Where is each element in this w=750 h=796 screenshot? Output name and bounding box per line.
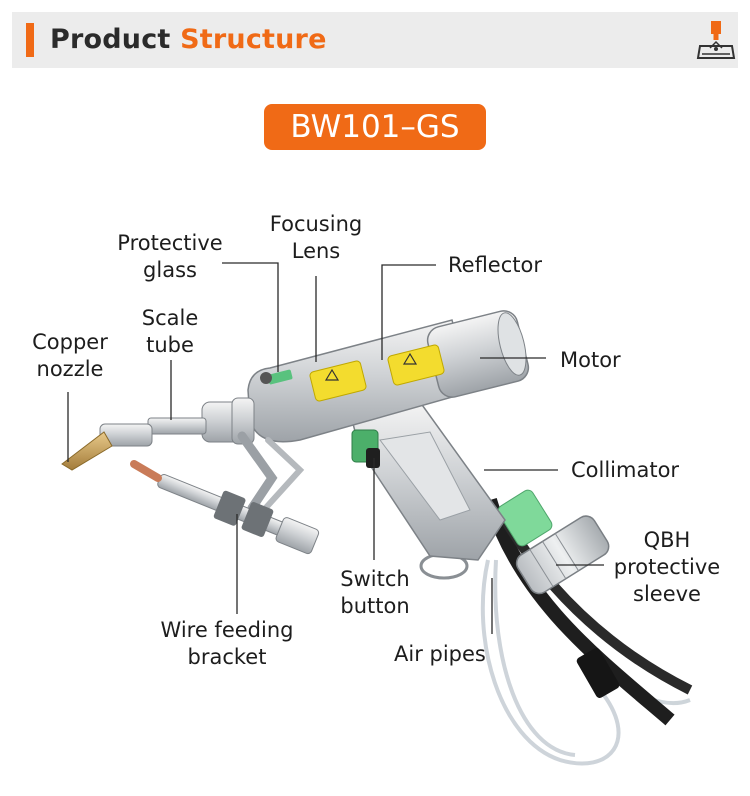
- label-wire-bracket-line1: Wire feeding: [160, 618, 294, 642]
- label-switch-button-line1: Switch: [340, 567, 410, 591]
- label-focusing-lens-line2: Lens: [291, 239, 341, 263]
- wire-feeder-shape: [157, 474, 320, 555]
- label-switch-button: Switch button: [326, 566, 424, 620]
- protective-glass-shape: [267, 369, 293, 385]
- model-badge: BW101–GS: [264, 104, 486, 150]
- label-copper-nozzle: Copper nozzle: [22, 329, 118, 383]
- label-protective-glass-line1: Protective: [117, 231, 223, 255]
- label-collimator: Collimator: [571, 458, 680, 482]
- label-wire-bracket-line2: bracket: [187, 645, 267, 669]
- switch-button-base: [366, 448, 380, 468]
- label-wire-bracket: Wire feeding bracket: [148, 617, 306, 671]
- label-qbh-sleeve-line2: protective: [613, 555, 721, 579]
- label-copper-nozzle-line2: nozzle: [36, 357, 104, 381]
- label-scale-tube-line1: Scale: [141, 306, 199, 330]
- label-focusing-lens-line1: Focusing: [269, 212, 363, 236]
- handle-grip: [379, 431, 471, 521]
- warning-label-1: [309, 360, 367, 402]
- label-reflector: Reflector: [448, 253, 542, 277]
- label-scale-tube-line2: tube: [146, 333, 194, 357]
- label-switch-button-line2: button: [340, 594, 410, 618]
- leader-protective-glass: [222, 262, 279, 372]
- label-qbh-sleeve-line3: sleeve: [633, 582, 701, 606]
- wire-tip: [130, 460, 162, 482]
- green-collar: [497, 489, 553, 547]
- label-protective-glass-line2: glass: [143, 258, 197, 282]
- lock-screw: [260, 372, 272, 384]
- qbh-sleeve-shape: [515, 515, 610, 595]
- label-qbh-sleeve: QBH protective sleeve: [602, 527, 732, 608]
- page-title: Product Structure: [50, 24, 327, 55]
- header-accent-bar: [26, 23, 34, 57]
- title-word-product: Product: [50, 24, 171, 55]
- motor-cap: [497, 312, 527, 376]
- label-protective-glass: Protective glass: [108, 230, 232, 284]
- cable-black: [483, 497, 675, 726]
- scale-tube-shape: [147, 417, 207, 435]
- label-scale-tube: Scale tube: [130, 305, 210, 359]
- label-air-pipes: Air pipes: [394, 642, 486, 666]
- copper-nozzle-shape: [61, 431, 113, 471]
- leader-lines: [67, 262, 604, 634]
- label-qbh-sleeve-line1: QBH: [643, 528, 691, 552]
- laser-machine-icon: [696, 21, 736, 59]
- bracket-arm-2: [259, 437, 305, 515]
- label-copper-nozzle-line1: Copper: [32, 330, 108, 354]
- title-word-structure: Structure: [180, 24, 327, 55]
- leader-reflector: [381, 264, 436, 360]
- label-motor: Motor: [560, 348, 621, 372]
- cable-clip: [576, 648, 620, 698]
- section-header: Product Structure: [12, 12, 738, 68]
- warning-label-2: [387, 344, 445, 386]
- bracket-arm: [237, 431, 278, 513]
